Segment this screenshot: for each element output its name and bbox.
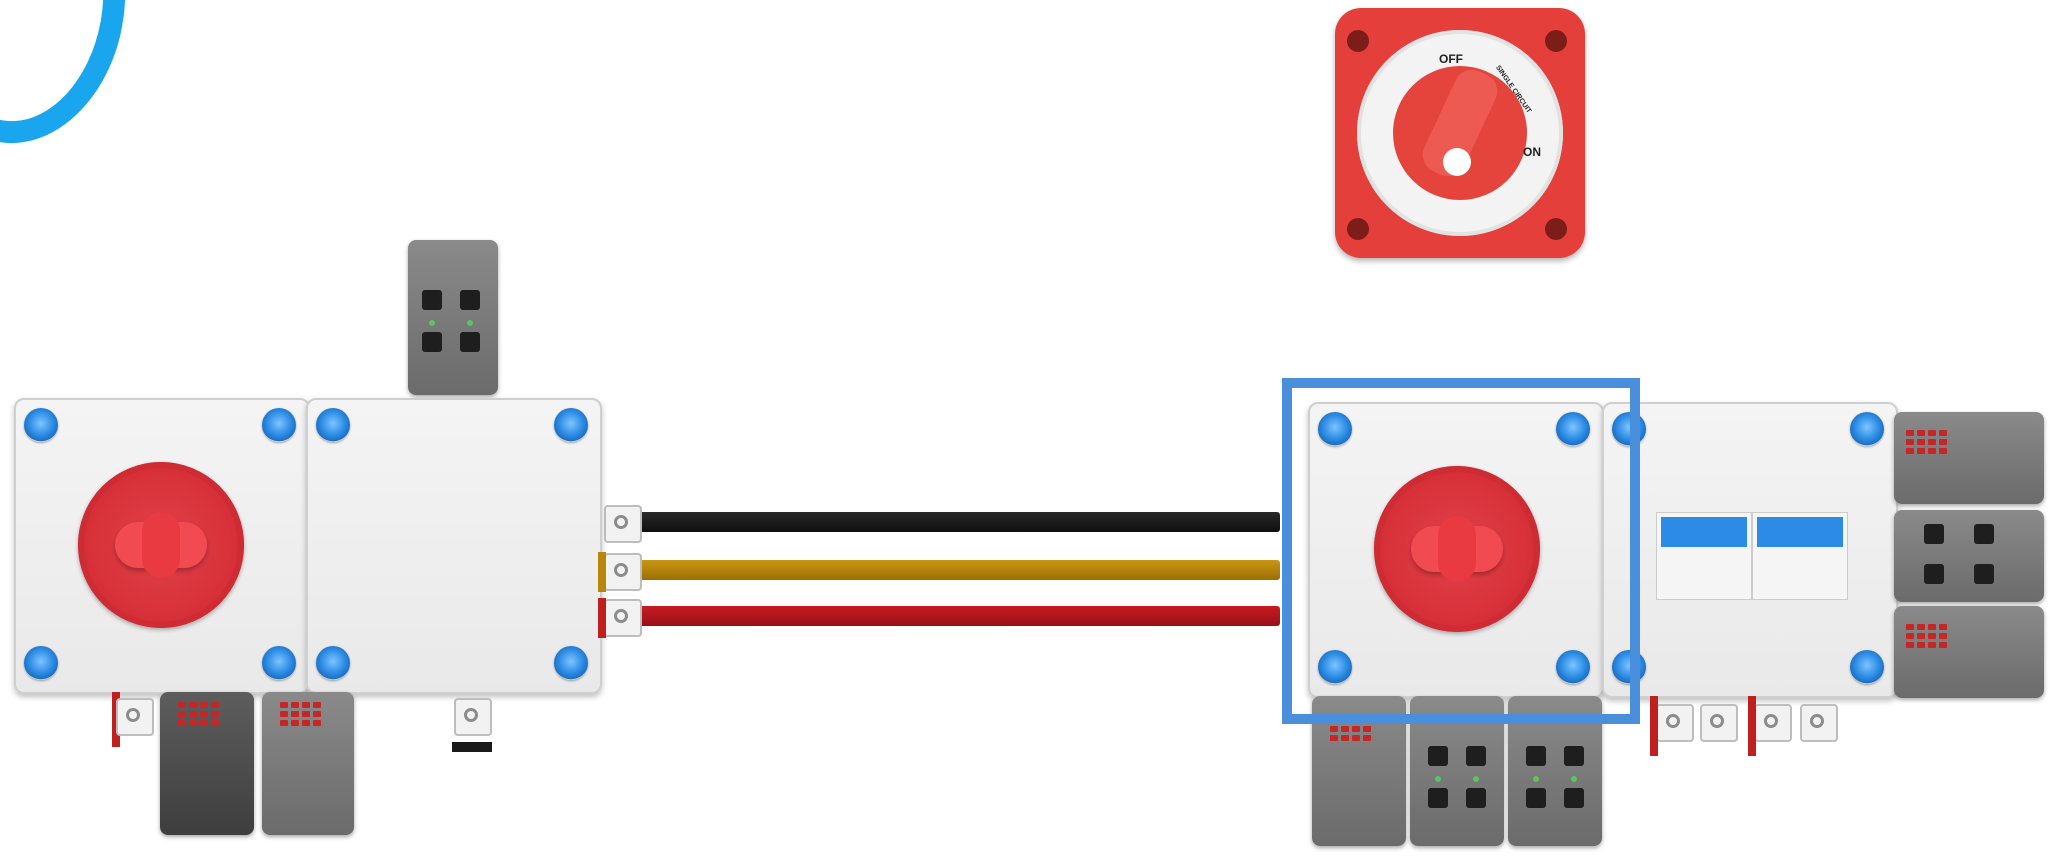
module-right-1	[1894, 412, 2044, 504]
terminal-lug	[1800, 704, 1838, 742]
busbar-gold	[620, 560, 1280, 580]
terminal-lug	[604, 553, 642, 591]
terminal-lug	[116, 698, 154, 736]
left-junction-enclosure	[306, 398, 602, 694]
terminal-lug	[454, 698, 492, 736]
busbar-black	[620, 512, 1280, 532]
terminal-lug	[604, 505, 642, 543]
screw-icon	[262, 408, 296, 442]
screw-icon	[316, 408, 350, 442]
screw-icon	[1850, 650, 1884, 684]
blue-arc-logo-icon	[0, 0, 146, 160]
screw-icon	[316, 646, 350, 680]
screw-icon	[554, 646, 588, 680]
module-bottom-left-1	[160, 692, 254, 835]
terminal-lug	[1754, 704, 1792, 742]
screw-icon	[262, 646, 296, 680]
terminal-lug	[1700, 704, 1738, 742]
on-label: ON	[1523, 145, 1541, 159]
battery-switch-image: OFF ON SINGLE CIRCUIT	[1335, 8, 1585, 258]
module-right-2	[1894, 510, 2044, 602]
module-bottom-left-2	[262, 692, 354, 835]
circuit-breaker-icon[interactable]	[1752, 512, 1848, 600]
off-label: OFF	[1439, 52, 1463, 66]
screw-icon	[1850, 412, 1884, 446]
right-breaker-enclosure	[1602, 402, 1898, 698]
busbar-red	[620, 606, 1280, 626]
module-top-left	[408, 240, 498, 395]
screw-icon	[24, 408, 58, 442]
terminal-lug	[604, 599, 642, 637]
rotary-knob-icon[interactable]	[78, 462, 244, 628]
terminal-lug	[1656, 704, 1694, 742]
circuit-breaker-icon[interactable]	[1656, 512, 1752, 600]
screw-icon	[554, 408, 588, 442]
screw-icon	[24, 646, 58, 680]
left-isolator-enclosure	[14, 398, 310, 694]
selection-highlight	[1282, 378, 1640, 724]
module-right-3	[1894, 606, 2044, 698]
